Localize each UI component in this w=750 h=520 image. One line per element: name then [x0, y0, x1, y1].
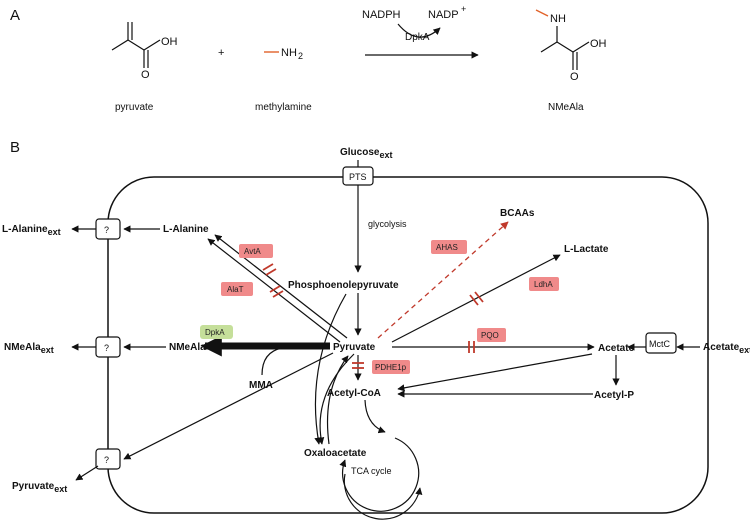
- pyruvate-transporter-label: ?: [104, 455, 109, 465]
- pyruvate-label: pyruvate: [115, 102, 154, 113]
- mma-label: MMA: [249, 380, 273, 391]
- nmeala-o: O: [570, 71, 579, 83]
- l-lactate-label: L-Lactate: [564, 244, 609, 255]
- mctc-label: MctC: [649, 339, 670, 349]
- ldha-knockout-mark: [469, 291, 484, 306]
- dpka-enzyme-box: [200, 325, 233, 339]
- ahas-enzyme-box: [431, 240, 467, 254]
- pdhe1p-enzyme-box: [372, 360, 410, 374]
- l-alanine-label: L-Alanine: [163, 224, 209, 235]
- bcaas-label: BCAAs: [500, 208, 535, 219]
- nmeala-structure: NH OH O: [535, 9, 607, 83]
- methylamine-label: methylamine: [255, 102, 312, 113]
- pep-label: Phosphoenolepyruvate: [288, 280, 399, 291]
- pyruvate-ext-label: Pyruvateext: [12, 481, 67, 494]
- acetate-label: Acetate: [598, 343, 635, 354]
- pyruvate-transporter: [95, 448, 121, 470]
- alat-enzyme-box: [221, 282, 253, 296]
- nmeala-oh: OH: [590, 38, 607, 50]
- pdhe1p-label: PDHE1p: [375, 363, 407, 372]
- tca-cycle-label: TCA cycle: [351, 466, 392, 476]
- pqo-knockout-mark: [468, 341, 475, 353]
- panel-label-b: B: [10, 139, 20, 156]
- nmeala-product-label: NMeAla: [548, 102, 584, 113]
- alat-label: AlaT: [227, 285, 244, 294]
- nadph-label: NADPH: [362, 9, 401, 21]
- nmeala-transporter-label: ?: [104, 343, 109, 353]
- pts-label: PTS: [349, 172, 367, 182]
- pdh-knockout-mark: [352, 362, 364, 369]
- l-alanine-ext-label: L-Alanineext: [2, 224, 61, 237]
- dpka-label: DpkA: [205, 328, 225, 337]
- tca-cycle: TCA cycle: [339, 437, 423, 520]
- lactate-arrow: [391, 254, 561, 343]
- pqo-enzyme-box: [477, 328, 506, 342]
- nadp-sup: +: [461, 4, 466, 14]
- bcaas-pathway-arrow: [377, 221, 509, 339]
- nmeala-ext-label: NMeAlaext: [4, 342, 54, 355]
- methylamine-nh: NH: [281, 47, 297, 59]
- ahas-label: AHAS: [436, 243, 458, 252]
- methylamine-structure: NH 2: [264, 47, 303, 61]
- mma-input-curve: [261, 347, 283, 376]
- ldha-enzyme-box: [529, 277, 559, 291]
- pyruvate-oh: OH: [161, 36, 178, 48]
- glycolysis-label: glycolysis: [368, 219, 407, 229]
- pyruvate-structure: OH O: [111, 22, 178, 81]
- acetate-to-acetylcoa-arrow: [397, 353, 593, 392]
- acetate-ext-label: Acetateext: [703, 342, 750, 355]
- mctc-transporter: [645, 332, 677, 354]
- dpka-enzyme-label: DpkA: [405, 32, 430, 43]
- reaction-arrow: NADPH NADP + DpkA: [362, 4, 479, 59]
- alanine-transporter-label: ?: [104, 225, 109, 235]
- nadp-label: NADP: [428, 9, 459, 21]
- methylamine-nh-sub: 2: [298, 51, 303, 61]
- avta-enzyme-box: [239, 244, 273, 258]
- pqo-label: PQO: [481, 331, 499, 340]
- acetyl-p-label: Acetyl-P: [594, 390, 634, 401]
- nmeala-label: NMeAla: [169, 342, 206, 353]
- pyruvate-label: Pyruvate: [333, 342, 376, 353]
- panel-label-a: A: [10, 7, 20, 24]
- alanine-knockout-marks: [262, 263, 284, 298]
- glucose-ext-label: Glucoseext: [340, 147, 392, 160]
- ldha-label: LdhA: [534, 280, 553, 289]
- acetyl-coa-label: Acetyl-CoA: [327, 388, 381, 399]
- nmeala-nh: NH: [550, 13, 566, 25]
- plus-sign: +: [218, 47, 224, 59]
- avta-label: AvtA: [244, 247, 261, 256]
- oxaloacetate-label: Oxaloacetate: [304, 448, 367, 459]
- pyruvate-o: O: [141, 69, 150, 81]
